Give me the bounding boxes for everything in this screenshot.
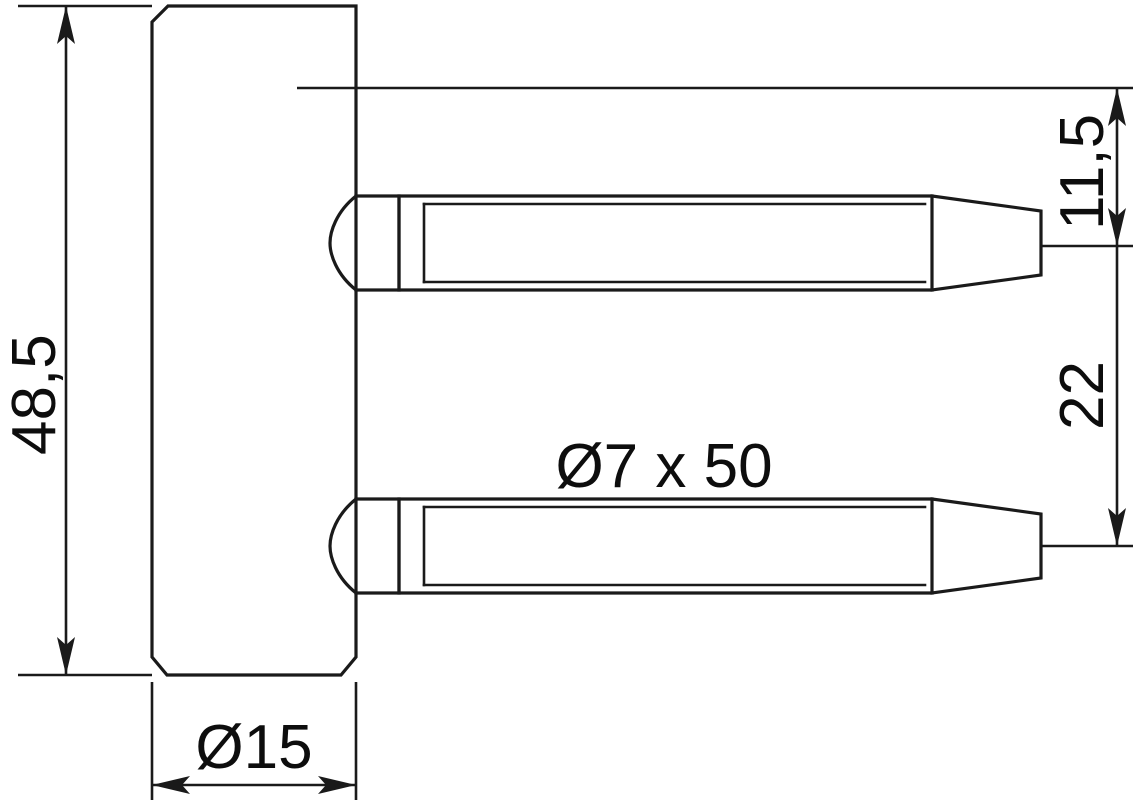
- arrow-right-width: [318, 776, 356, 794]
- arrow-down-spacing: [1108, 508, 1126, 546]
- dimension-barrel-diameter: Ø15: [150, 682, 358, 800]
- annotation-pin-spec: Ø7 x 50: [555, 432, 772, 501]
- dimension-overall-height: 48,5: [0, 4, 152, 677]
- arrow-up-offset: [1108, 88, 1126, 126]
- lower-pin-outline: [328, 496, 1043, 596]
- arrow-down-offset: [1108, 208, 1126, 246]
- arrow-up-height: [57, 6, 75, 44]
- label-pin-spacing: 22: [1048, 361, 1117, 430]
- dimension-top-offset: 11,5: [297, 86, 1133, 248]
- upper-pin-outline: [328, 193, 1043, 293]
- label-barrel-diameter: Ø15: [195, 713, 312, 782]
- arrow-left-width: [152, 776, 190, 794]
- arrow-down-height: [57, 637, 75, 675]
- label-pin-spec: Ø7 x 50: [555, 432, 772, 501]
- dimension-pin-spacing: 22: [1041, 246, 1133, 548]
- barrel-body-outline: [150, 4, 358, 677]
- label-top-offset: 11,5: [1048, 114, 1117, 230]
- label-overall-height: 48,5: [0, 334, 69, 455]
